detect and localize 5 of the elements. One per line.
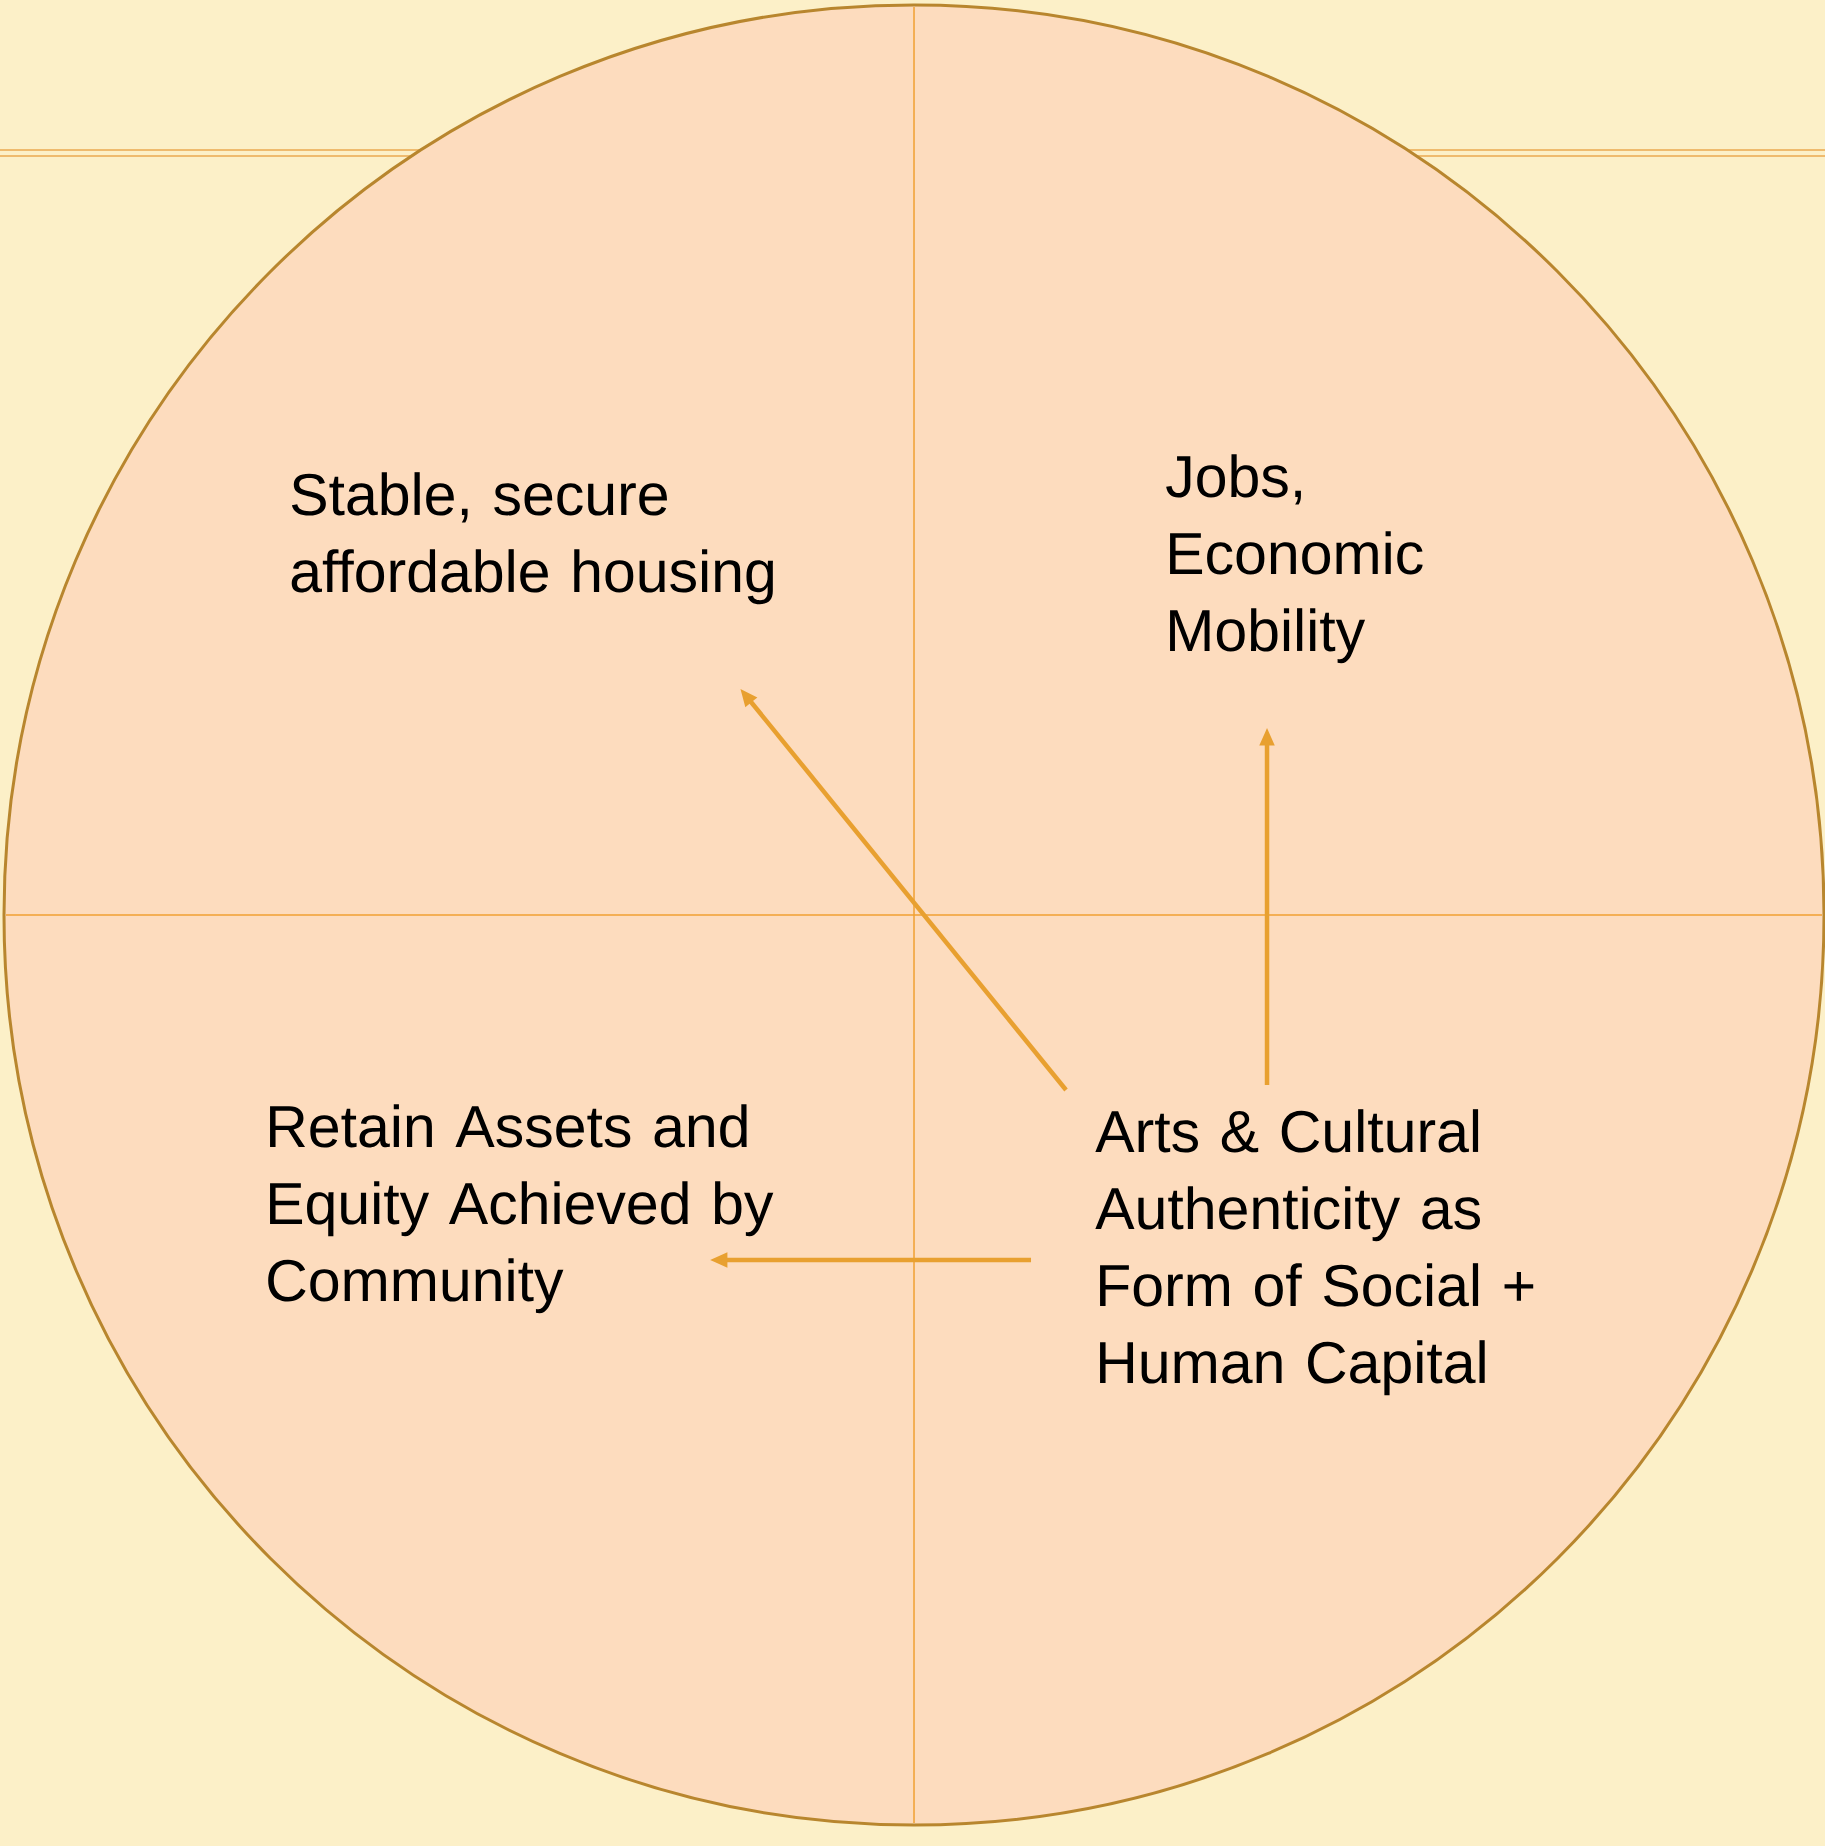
quadrant-label: Arts & Cultural Authenticity as Form of Social + Human Capital	[1095, 1109, 1534, 1396]
quadrant-label: Stable, secure affordable housing	[291, 472, 773, 605]
quadrant-label: Retain Assets and Equity Achieved by Community	[268, 1104, 774, 1314]
circle-chart	[2, 3, 1825, 1827]
quadrant-label: Jobs, Economic Mobility	[1166, 454, 1423, 664]
